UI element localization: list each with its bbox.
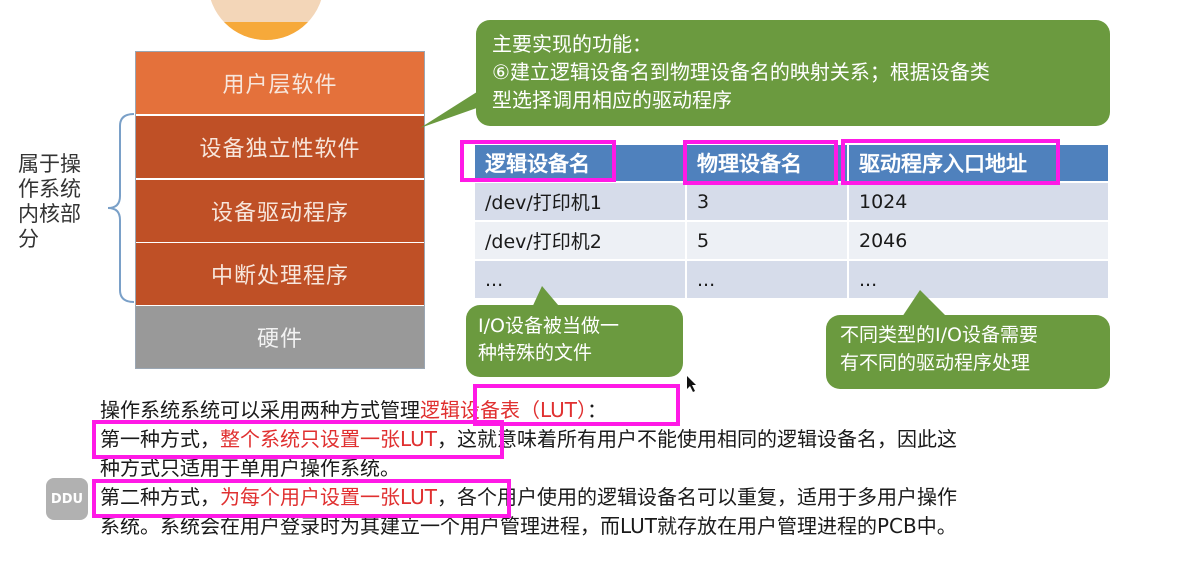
way1-suffix: ，这就意味着所有用户不能使用相同的逻辑设备名，因此这 xyxy=(437,427,958,451)
kernel-brace-icon xyxy=(107,113,135,303)
way2-highlight: 为每个用户设置一张LUT xyxy=(220,485,438,509)
way1-line: 第一种方式，整个系统只设置一张LUT，这就意味着所有用户不能使用相同的逻辑设备名… xyxy=(100,425,957,453)
layer-device-driver: 设备驱动程序 xyxy=(136,180,424,242)
cell-logical-name: /dev/打印机2 xyxy=(475,220,687,259)
special-file-callout: I/O设备被当做一 种特殊的文件 xyxy=(466,305,683,377)
cell-driver-address: 2046 xyxy=(849,220,1110,259)
way1-line2: 种方式只适用于单用户操作系统。 xyxy=(100,456,400,480)
function-callout-line: 型选择调用相应的驱动程序 xyxy=(492,88,732,112)
layer-user-software: 用户层软件 xyxy=(136,52,424,114)
way2-line2: 系统。系统会在用户登录时为其建立一个用户管理进程，而LUT就存放在用户管理进程的… xyxy=(100,514,957,538)
special-file-callout-line: 种特殊的文件 xyxy=(478,342,593,364)
header-logical-device-name: 逻辑设备名 xyxy=(475,145,687,181)
cell-logical-name: ... xyxy=(475,259,687,298)
way2-suffix: ，各个用户使用的逻辑设备名可以重复，适用于多用户操作 xyxy=(437,485,958,509)
table-row: /dev/打印机2 5 2046 xyxy=(475,220,1110,259)
function-callout-title: 主要实现的功能： xyxy=(492,32,652,56)
way1-prefix: 第一种方式， xyxy=(100,427,220,451)
cell-driver-address: ... xyxy=(849,259,1110,298)
driver-callout-line: 有不同的驱动程序处理 xyxy=(840,352,1031,374)
function-callout-line: ⑥建立逻辑设备名到物理设备名的映射关系；根据设备类 xyxy=(492,60,990,84)
intro-suffix: ： xyxy=(587,398,608,422)
mouse-cursor-icon xyxy=(687,376,696,392)
cell-physical-name: ... xyxy=(687,259,849,298)
intro-prefix: 操作系统系统可以采用两种方式管理 xyxy=(100,398,420,422)
intro-line: 操作系统系统可以采用两种方式管理逻辑设备表（LUT）： xyxy=(100,396,607,424)
header-physical-device-name: 物理设备名 xyxy=(687,145,849,181)
logical-unit-table: 逻辑设备名 物理设备名 驱动程序入口地址 /dev/打印机1 3 1024 /d… xyxy=(475,145,1110,298)
table-row: ... ... ... xyxy=(475,259,1110,298)
table-header-row: 逻辑设备名 物理设备名 驱动程序入口地址 xyxy=(475,145,1110,181)
way2-prefix: 第二种方式， xyxy=(100,485,220,509)
cell-driver-address: 1024 xyxy=(849,181,1110,220)
layer-interrupt-handler: 中断处理程序 xyxy=(136,243,424,305)
driver-callout: 不同类型的I/O设备需要 有不同的驱动程序处理 xyxy=(826,315,1110,389)
io-software-stack: 用户层软件 设备独立性软件 设备驱动程序 中断处理程序 硬件 xyxy=(135,51,425,369)
way2-line: 第二种方式，为每个用户设置一张LUT，各个用户使用的逻辑设备名可以重复，适用于多… xyxy=(100,483,957,511)
driver-callout-line: 不同类型的I/O设备需要 xyxy=(840,324,1038,346)
cell-physical-name: 3 xyxy=(687,181,849,220)
avatar-shirt xyxy=(208,22,324,40)
function-callout: 主要实现的功能： ⑥建立逻辑设备名到物理设备名的映射关系；根据设备类 型选择调用… xyxy=(476,20,1110,126)
layer-device-independent-software: 设备独立性软件 xyxy=(136,116,424,178)
kernel-label: 属于操作系统内核部分 xyxy=(18,152,81,251)
header-driver-entry-address: 驱动程序入口地址 xyxy=(849,145,1110,181)
ddu-watermark: DDU xyxy=(46,478,88,520)
presenter-avatar xyxy=(208,0,324,40)
intro-highlight: 逻辑设备表（LUT） xyxy=(420,398,588,422)
cell-physical-name: 5 xyxy=(687,220,849,259)
special-file-callout-line: I/O设备被当做一 xyxy=(478,315,619,337)
cell-logical-name: /dev/打印机1 xyxy=(475,181,687,220)
right-callout-pointer xyxy=(900,290,950,320)
way1-highlight: 整个系统只设置一张LUT xyxy=(220,427,438,451)
layer-hardware: 硬件 xyxy=(136,306,424,368)
table-row: /dev/打印机1 3 1024 xyxy=(475,181,1110,220)
